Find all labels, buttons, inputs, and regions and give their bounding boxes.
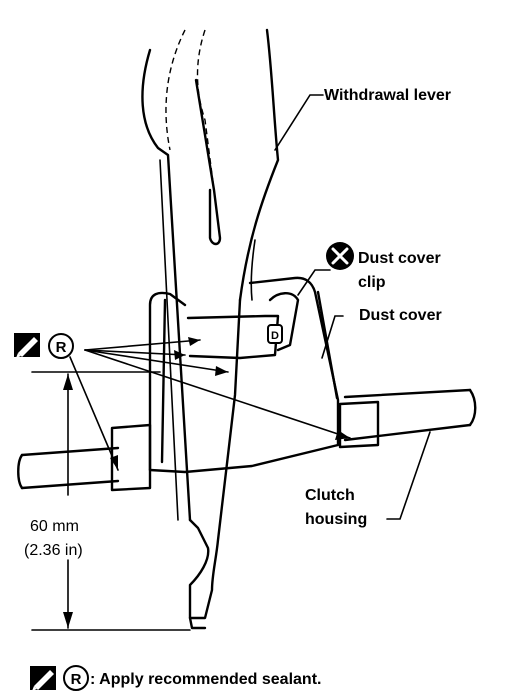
label-dust-cover-clip-line1: Dust cover <box>358 250 441 267</box>
sealant-tube-icon <box>14 333 40 358</box>
label-clutch-housing-line2: housing <box>305 511 367 528</box>
legend: R : Apply recommended sealant. <box>30 665 321 691</box>
label-withdrawal-lever: Withdrawal lever <box>324 87 451 104</box>
sealant-arrows <box>69 337 351 471</box>
label-dust-cover-clip-line2: clip <box>358 274 386 291</box>
sealant-symbol-left: R <box>14 333 74 359</box>
r-circle-icon <box>48 333 74 359</box>
legend-text: : Apply recommended sealant. <box>90 671 321 688</box>
label-clutch-housing-line1: Clutch <box>305 487 355 504</box>
label-dimension-in: (2.36 in) <box>24 542 83 559</box>
label-dust-cover: Dust cover <box>359 307 442 324</box>
leader-lines <box>274 94 431 520</box>
label-dimension-mm: 60 mm <box>30 518 79 535</box>
sealant-tube-icon <box>30 666 56 691</box>
dust-cover-clip: D <box>267 324 283 344</box>
r-symbol-label: R <box>56 339 67 356</box>
x-circle-icon <box>326 242 354 270</box>
withdrawal-lever-shape <box>141 28 280 630</box>
legend-r-symbol: R <box>71 671 82 688</box>
clutch-housing-shaft <box>17 388 477 492</box>
r-circle-icon <box>63 665 89 691</box>
dimension-line <box>31 371 191 631</box>
clip-mark: D <box>271 330 279 342</box>
